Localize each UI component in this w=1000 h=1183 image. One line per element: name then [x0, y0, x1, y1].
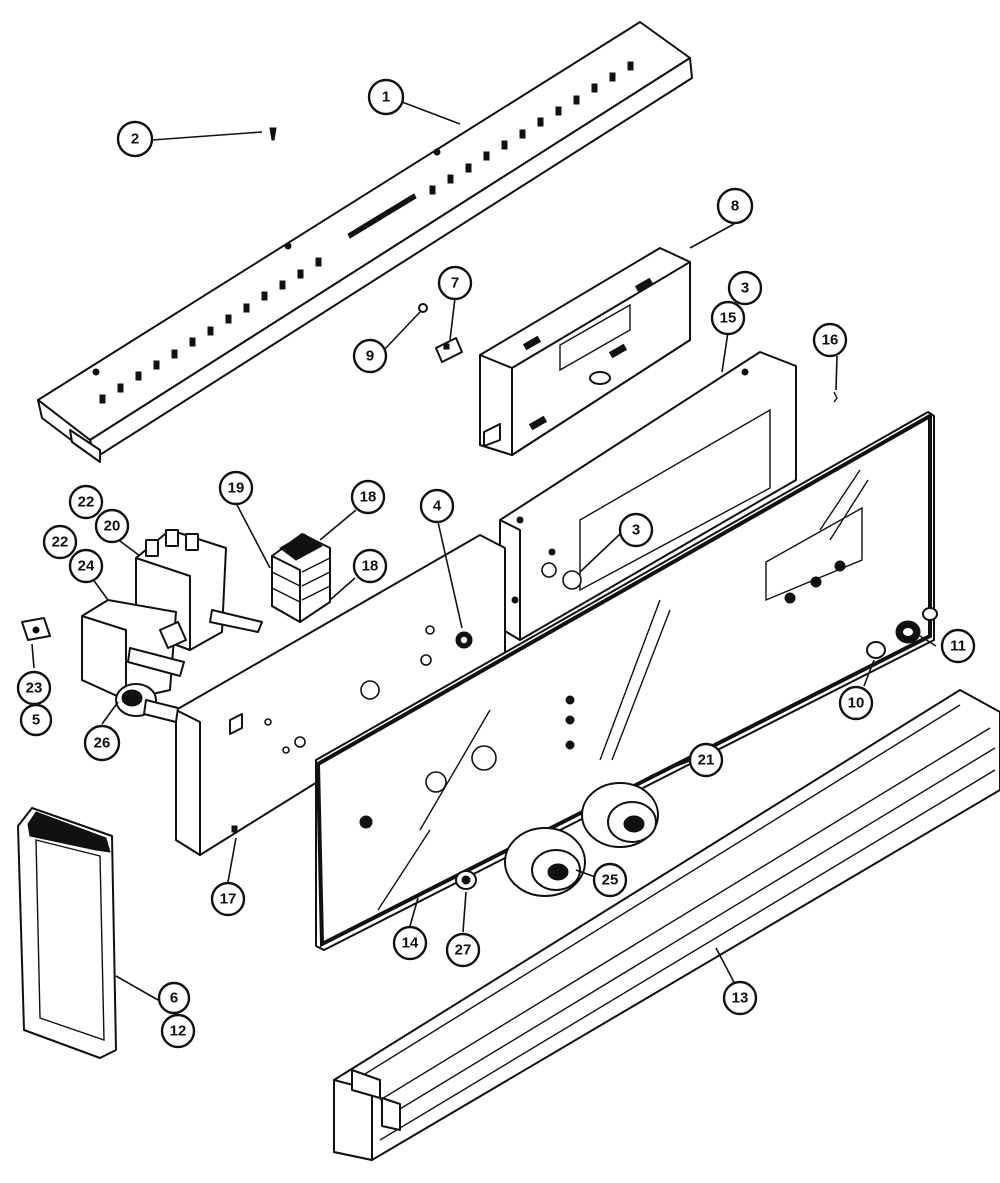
callout-label: 10 [848, 695, 865, 712]
callout-22-lower: 22 [42, 524, 78, 560]
callout-label: 24 [78, 558, 95, 575]
callout-21: 21 [688, 742, 724, 778]
callout-label: 21 [698, 752, 715, 769]
callout-12: 12 [160, 1013, 196, 1049]
part-switch-assembly [81, 529, 263, 701]
callout-label: 18 [362, 558, 379, 575]
callout-24: 24 [68, 548, 104, 584]
callout-6: 6 [157, 981, 191, 1015]
callout-3-mid: 3 [618, 512, 654, 548]
part-knob-10 [866, 641, 886, 659]
callout-label: 23 [26, 680, 43, 697]
callout-17: 17 [210, 881, 246, 917]
callout-label: 6 [170, 990, 178, 1007]
callout-26: 26 [83, 724, 121, 762]
callout-2: 2 [116, 120, 154, 158]
part-knob-25 [504, 827, 586, 897]
callout-label: 19 [228, 480, 245, 497]
callout-label: 7 [451, 275, 459, 292]
callout-label: 16 [822, 332, 839, 349]
callout-9: 9 [352, 338, 388, 374]
callout-label: 14 [402, 935, 419, 952]
callout-label: 20 [104, 518, 121, 535]
callout-label: 26 [94, 735, 111, 752]
part-screw [269, 127, 277, 141]
callout-label: 3 [741, 280, 749, 297]
callout-label: 4 [433, 498, 442, 515]
callout-label: 15 [720, 310, 737, 327]
callout-14: 14 [392, 925, 428, 961]
callout-18-lower: 18 [352, 548, 388, 584]
callout-16: 16 [812, 322, 848, 358]
part-screw-16 [833, 391, 838, 403]
callout-label: 2 [131, 131, 139, 148]
callout-label: 27 [455, 942, 472, 959]
part-knob-11 [895, 607, 938, 644]
callout-label: 25 [602, 872, 619, 889]
callout-11: 11 [940, 628, 976, 664]
callout-label: 18 [360, 489, 377, 506]
callout-1: 1 [367, 78, 405, 116]
part-relay-block [271, 533, 331, 623]
callout-10: 10 [838, 685, 874, 721]
callout-label: 13 [732, 990, 749, 1007]
part-front-panel [315, 411, 935, 951]
callout-25: 25 [592, 862, 628, 898]
callout-label: 8 [731, 198, 739, 215]
part-knob-21 [581, 782, 659, 848]
part-clip-bracket [435, 337, 463, 363]
part-knob-small-27 [455, 870, 477, 890]
callout-5: 5 [19, 703, 53, 737]
callout-27: 27 [445, 932, 481, 968]
part-terminal-clip [21, 617, 51, 641]
callout-label: 17 [220, 891, 237, 908]
part-bottom-trim [333, 689, 1000, 1161]
callout-18-upper: 18 [350, 479, 386, 515]
callout-15: 15 [710, 300, 746, 336]
callout-20: 20 [94, 508, 130, 544]
callout-label: 22 [52, 534, 69, 551]
callout-label: 9 [366, 348, 374, 365]
callout-label: 12 [170, 1023, 187, 1040]
callout-label: 5 [32, 712, 40, 729]
callout-3-top: 3 [727, 270, 763, 306]
callout-23: 23 [16, 670, 52, 706]
callout-4: 4 [419, 488, 455, 524]
part-control-board [479, 247, 691, 456]
callout-8: 8 [716, 187, 754, 225]
callout-13: 13 [722, 980, 758, 1016]
part-washer-small [418, 303, 428, 313]
callout-7: 7 [437, 265, 473, 301]
callout-label: 11 [950, 638, 966, 655]
callout-19: 19 [218, 470, 254, 506]
part-top-rail [37, 21, 693, 463]
callout-label: 1 [382, 89, 390, 106]
part-shaft-adapter [115, 683, 179, 723]
callout-label: 22 [78, 494, 95, 511]
callout-22-upper: 22 [68, 484, 104, 520]
part-end-cap [17, 807, 117, 1059]
leader-lines [31, 101, 937, 1001]
callout-label: 3 [632, 522, 640, 539]
